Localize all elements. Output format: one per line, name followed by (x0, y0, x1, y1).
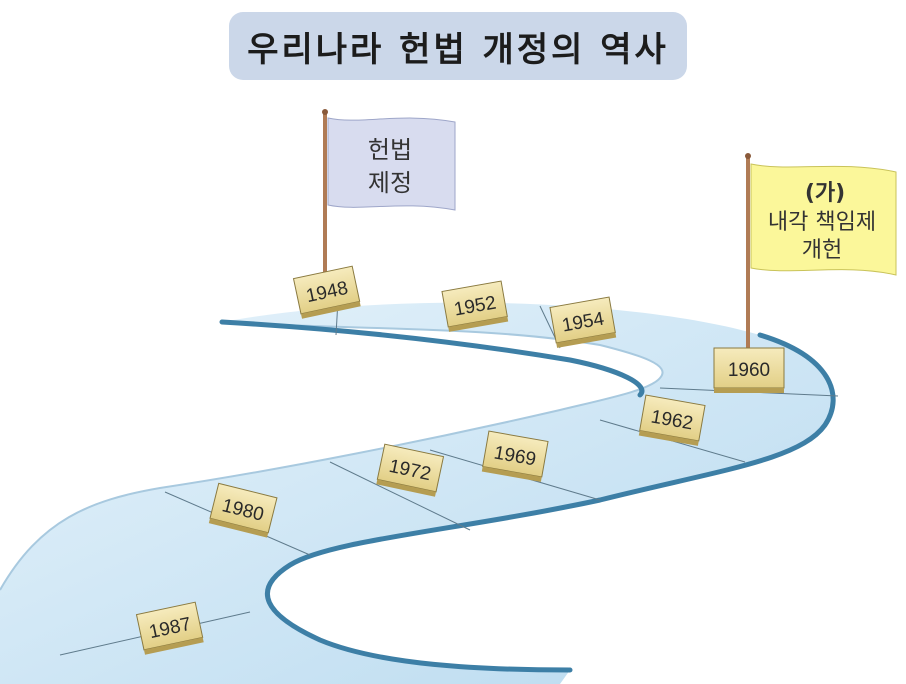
flag-label-line1: 헌법 (368, 136, 412, 164)
year-label: 1960 (728, 360, 770, 381)
flag-label-line2: 제정 (368, 169, 412, 197)
road-outer-edge (219, 319, 836, 673)
flag-cloth (327, 117, 456, 211)
year-sign-1972: 1972 (376, 443, 445, 497)
road-inner-edge (0, 321, 664, 591)
title-banner: 우리나라 헌법 개정의 역사 (229, 12, 687, 80)
road-surface (0, 302, 834, 684)
year-sign-1952: 1952 (441, 280, 509, 332)
year-sign-1969: 1969 (481, 430, 549, 482)
page-title: 우리나라 헌법 개정의 역사 (247, 29, 669, 70)
year-sign-1962: 1962 (638, 394, 706, 446)
flag-label-line1: 내각 책임제 (768, 210, 876, 235)
year-sign-1960: 1960 (713, 347, 785, 393)
flag-constitution-enactment: 헌법 제정 (322, 109, 456, 300)
flag-cabinet-system-amendment: (가) 내각 책임제 개헌 (745, 153, 897, 348)
flag-marker: (가) (805, 181, 845, 206)
flag-label-line2: 개헌 (802, 238, 842, 263)
year-sign-1980: 1980 (208, 482, 278, 538)
year-sign-1954: 1954 (549, 296, 617, 348)
year-sign-1987: 1987 (135, 601, 204, 655)
flag-cloth (750, 163, 897, 276)
year-sign-1948: 1948 (292, 265, 361, 319)
